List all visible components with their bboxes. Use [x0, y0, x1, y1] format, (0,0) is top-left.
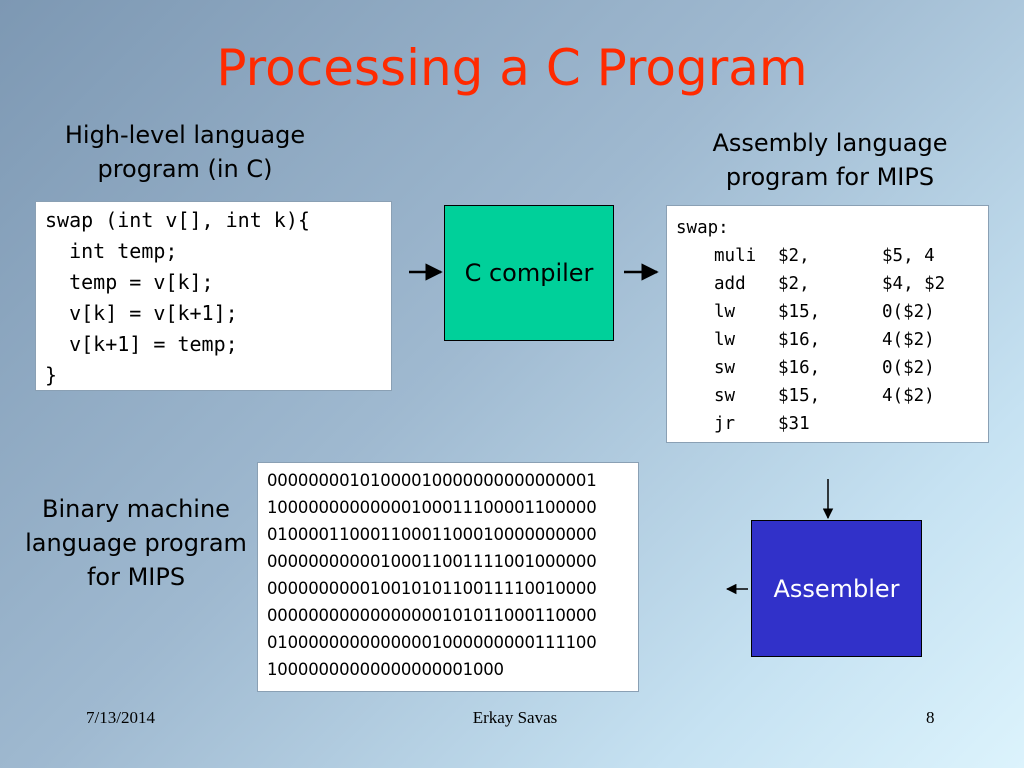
binary-line: 10000000000000000001000: [267, 660, 504, 679]
asm-operand: $16,: [778, 358, 821, 378]
binary-line: 01000000000000001000000000111100: [267, 633, 597, 652]
footer-page-number: 8: [926, 708, 935, 727]
asm-opcode: add: [714, 274, 746, 294]
asm-operand: $4, $2: [882, 274, 946, 294]
asm-operand: 4($2): [882, 386, 935, 406]
assembler-box: Assembler: [751, 520, 922, 657]
c-compiler-label: C compiler: [464, 259, 594, 287]
heading-line: language program: [25, 529, 247, 557]
asm-row: lw $15, 0($2): [676, 298, 988, 326]
asm-operand: $31: [778, 414, 810, 434]
binary-line: 01000011000110001100010000000000: [267, 525, 597, 544]
asm-operand: 0($2): [882, 302, 935, 322]
asm-opcode: lw: [714, 330, 736, 350]
asm-label: swap:: [676, 218, 729, 238]
asm-row: jr $31: [676, 410, 988, 438]
asm-row: sw $16, 0($2): [676, 354, 988, 382]
asm-operand: $15,: [778, 386, 821, 406]
high-level-heading: High-level language program (in C): [40, 118, 330, 186]
asm-opcode: sw: [714, 386, 736, 406]
binary-line: 00000000001001010110011110010000: [267, 579, 597, 598]
heading-line: High-level language: [64, 121, 306, 149]
heading-line: program for MIPS: [725, 163, 935, 191]
asm-operand: 0($2): [882, 358, 935, 378]
binary-heading: Binary machine language program for MIPS: [14, 492, 258, 594]
asm-operand: $2,: [778, 246, 810, 266]
code-line: v[k+1] = temp;: [45, 332, 238, 356]
binary-line: 10000000000000100011100001100000: [267, 498, 597, 517]
assembly-code-box: swap: muli $2, $5, 4 add $2, $4, $2 lw $15, 0(…: [666, 205, 989, 443]
c-compiler-box: C compiler: [444, 205, 614, 341]
assembler-label: Assembler: [773, 574, 900, 603]
heading-line: for MIPS: [86, 563, 186, 591]
asm-row: lw $16, 4($2): [676, 326, 988, 354]
asm-operand: $2,: [778, 274, 810, 294]
assembly-heading: Assembly language program for MIPS: [680, 126, 980, 194]
asm-opcode: lw: [714, 302, 736, 322]
binary-line: 00000000000000000101011000110000: [267, 606, 597, 625]
asm-opcode: jr: [714, 414, 736, 434]
binary-line: 00000000101000010000000000000001: [267, 471, 597, 490]
slide-title: Processing a C Program: [216, 39, 808, 97]
footer-date: 7/13/2014: [86, 708, 155, 727]
asm-opcode: sw: [714, 358, 736, 378]
code-line: swap (int v[], int k){: [45, 208, 310, 232]
code-line: v[k] = v[k+1];: [45, 301, 238, 325]
heading-line: Binary machine: [42, 495, 230, 523]
asm-opcode: muli: [714, 246, 757, 266]
c-code-box: swap (int v[], int k){ int temp; temp = …: [35, 201, 392, 391]
code-line: int temp;: [45, 239, 178, 263]
heading-line: Assembly language: [712, 129, 948, 157]
asm-operand: $15,: [778, 302, 821, 322]
binary-code-box: 00000000101000010000000000000001 1000000…: [257, 462, 639, 692]
binary-line: 00000000000100011001111001000000: [267, 552, 597, 571]
asm-operand: $16,: [778, 330, 821, 350]
heading-line: program (in C): [97, 155, 273, 183]
footer-author: Erkay Savas: [472, 708, 558, 727]
asm-row: muli $2, $5, 4: [676, 242, 988, 270]
asm-row: sw $15, 4($2): [676, 382, 988, 410]
asm-row: add $2, $4, $2: [676, 270, 988, 298]
asm-operand: 4($2): [882, 330, 935, 350]
asm-operand: $5, 4: [882, 246, 935, 266]
code-line: }: [45, 363, 58, 387]
code-line: temp = v[k];: [45, 270, 214, 294]
